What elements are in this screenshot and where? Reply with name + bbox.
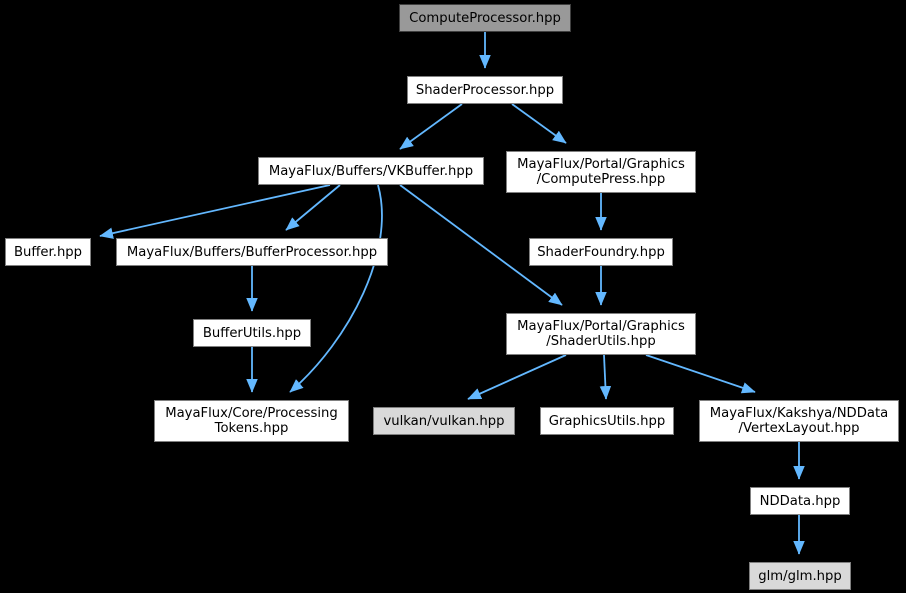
node-glm[interactable]: glm/glm.hpp <box>749 562 851 590</box>
node-label-vkbuffer: MayaFlux/Buffers/VKBuffer.hpp <box>268 163 474 179</box>
node-buffer[interactable]: Buffer.hpp <box>5 238 91 266</box>
edge-vkbuffer-to-buffer <box>99 184 331 239</box>
edges-group <box>99 32 805 555</box>
node-compute_processor[interactable]: ComputeProcessor.hpp <box>399 4 571 32</box>
node-label-vertex_layout: MayaFlux/Kakshya/NDData /VertexLayout.hp… <box>709 406 889 436</box>
edge-shader_utils-to-vulkan <box>467 354 567 400</box>
node-shader_processor[interactable]: ShaderProcessor.hpp <box>407 76 563 104</box>
node-vertex_layout[interactable]: MayaFlux/Kakshya/NDData /VertexLayout.hp… <box>699 400 899 442</box>
edge-vkbuffer-to-processing_tokens <box>289 184 383 393</box>
node-label-compute_press: MayaFlux/Portal/Graphics /ComputePress.h… <box>517 157 685 187</box>
node-nddata[interactable]: NDData.hpp <box>750 487 850 515</box>
node-buffer_processor[interactable]: MayaFlux/Buffers/BufferProcessor.hpp <box>116 238 388 266</box>
node-label-processing_tokens: MayaFlux/Core/Processing Tokens.hpp <box>165 406 338 436</box>
node-processing_tokens[interactable]: MayaFlux/Core/Processing Tokens.hpp <box>154 400 349 442</box>
node-label-buffer_processor: MayaFlux/Buffers/BufferProcessor.hpp <box>126 244 378 260</box>
node-shader_utils[interactable]: MayaFlux/Portal/Graphics /ShaderUtils.hp… <box>506 313 696 355</box>
node-label-graphics_utils: GraphicsUtils.hpp <box>548 413 666 429</box>
node-buffer_utils[interactable]: BufferUtils.hpp <box>193 319 311 347</box>
node-label-vulkan: vulkan/vulkan.hpp <box>383 413 505 429</box>
node-label-shader_processor: ShaderProcessor.hpp <box>415 82 555 98</box>
node-label-compute_processor: ComputeProcessor.hpp <box>409 10 561 26</box>
node-vulkan[interactable]: vulkan/vulkan.hpp <box>373 407 515 435</box>
node-label-buffer: Buffer.hpp <box>13 244 83 260</box>
node-label-glm: glm/glm.hpp <box>758 568 842 584</box>
node-label-buffer_utils: BufferUtils.hpp <box>202 325 302 341</box>
edge-shader_utils-to-vertex_layout <box>645 354 756 394</box>
node-label-shader_utils: MayaFlux/Portal/Graphics /ShaderUtils.hp… <box>517 319 685 349</box>
edge-shader_utils-to-graphics_utils <box>599 354 612 400</box>
node-compute_press[interactable]: MayaFlux/Portal/Graphics /ComputePress.h… <box>506 151 696 193</box>
node-vkbuffer[interactable]: MayaFlux/Buffers/VKBuffer.hpp <box>258 157 484 185</box>
node-label-shader_foundry: ShaderFoundry.hpp <box>537 244 665 260</box>
node-label-nddata: NDData.hpp <box>759 493 841 509</box>
node-shader_foundry[interactable]: ShaderFoundry.hpp <box>529 238 673 266</box>
edge-vkbuffer-to-buffer_processor <box>285 184 341 231</box>
node-graphics_utils[interactable]: GraphicsUtils.hpp <box>540 407 674 435</box>
edge-shader_processor-to-vkbuffer <box>399 103 463 150</box>
edge-shader_processor-to-compute_press <box>511 103 567 144</box>
